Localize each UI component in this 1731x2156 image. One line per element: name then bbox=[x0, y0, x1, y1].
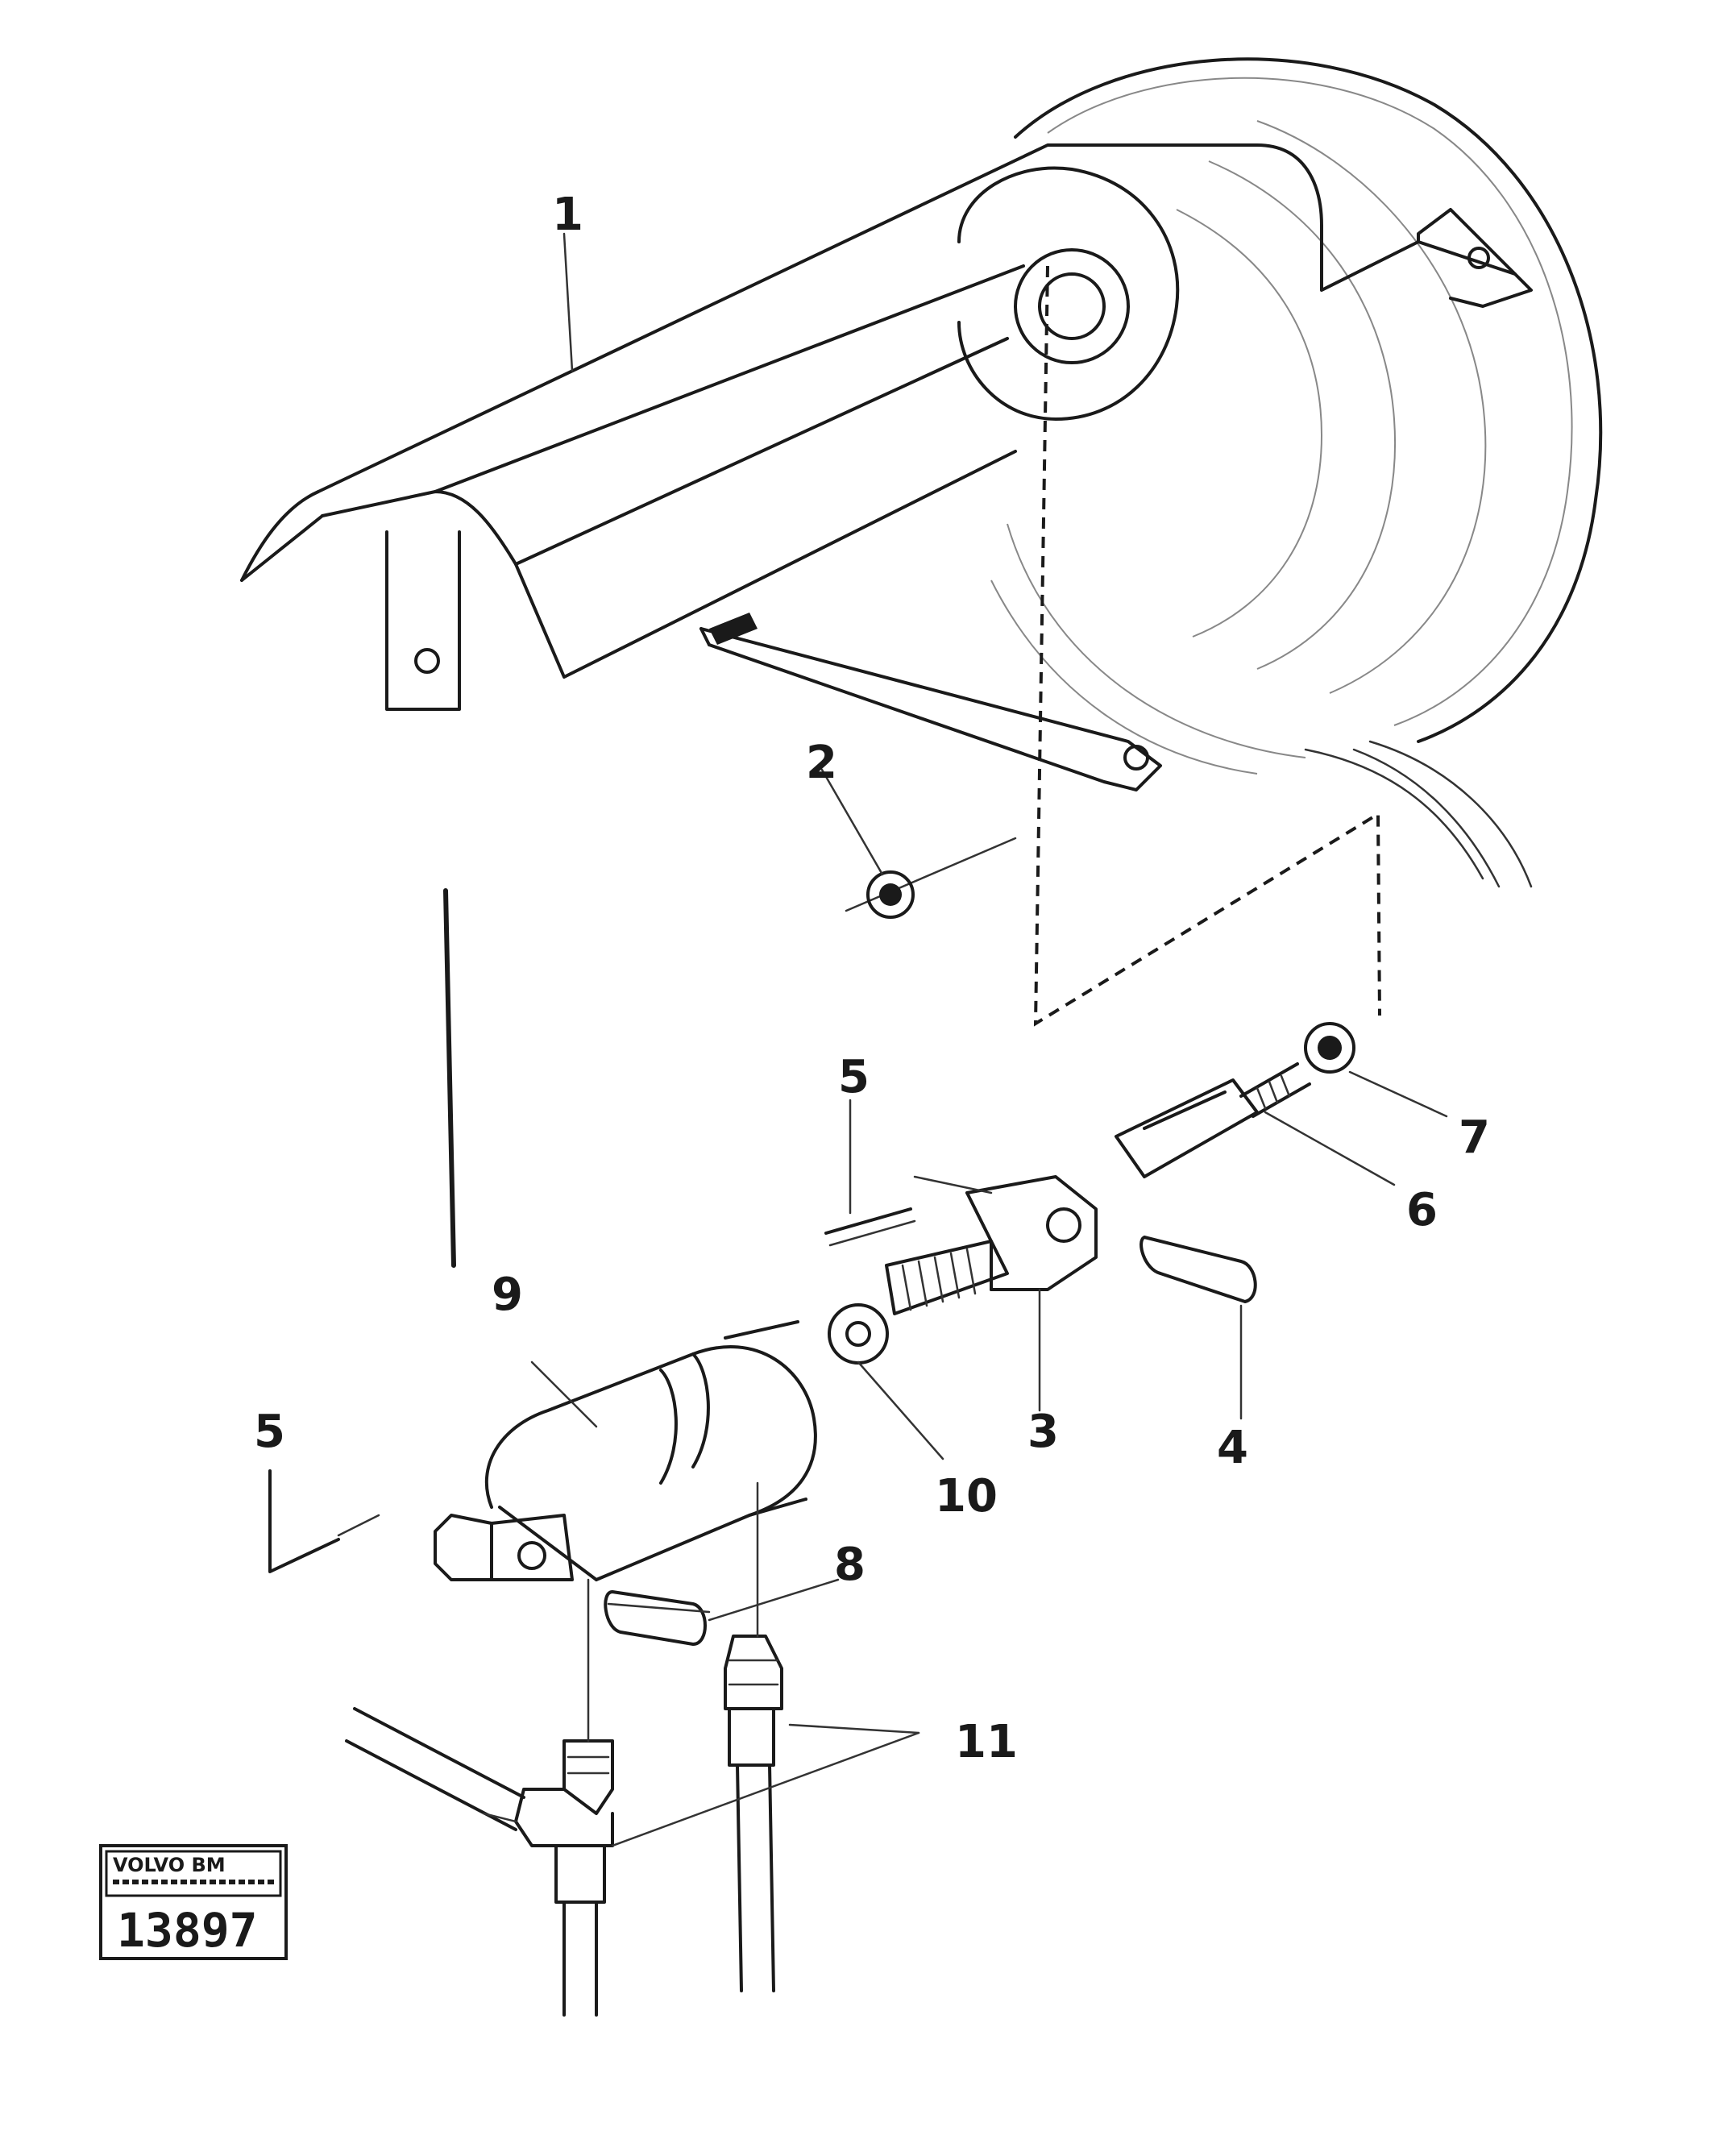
assembly-dash-lines bbox=[1033, 265, 1381, 1027]
callout-8: 8 bbox=[834, 1539, 866, 1591]
vertical-rod bbox=[443, 888, 456, 1268]
callout-4: 4 bbox=[1217, 1422, 1248, 1474]
leader-lines bbox=[530, 232, 1448, 1847]
clevis-part-3 bbox=[885, 1175, 1098, 1315]
callout-5-lower: 5 bbox=[254, 1406, 285, 1458]
eye-bolt-part-6 bbox=[1115, 1062, 1311, 1178]
volvo-bm-stamp: VOLVO BM 13897 bbox=[99, 1844, 288, 1960]
cylinder-part-9 bbox=[434, 1320, 817, 1646]
stamp-brand: VOLVO BM bbox=[113, 1854, 226, 1876]
callout-7: 7 bbox=[1459, 1111, 1490, 1164]
nut-part-7 bbox=[1304, 1022, 1355, 1074]
hydraulic-fittings bbox=[345, 1481, 783, 2017]
callout-1: 1 bbox=[552, 189, 583, 241]
callout-3: 3 bbox=[1027, 1406, 1059, 1458]
guard-cover bbox=[240, 143, 1533, 791]
callout-11: 11 bbox=[955, 1716, 1018, 1768]
nut-part-10 bbox=[828, 1303, 889, 1365]
wheel-drum bbox=[957, 57, 1603, 888]
callout-5-upper: 5 bbox=[838, 1051, 870, 1103]
cotter-pin-upper bbox=[824, 1207, 916, 1247]
nut-part-2 bbox=[845, 837, 1017, 919]
callout-10: 10 bbox=[935, 1470, 998, 1522]
callout-6: 6 bbox=[1406, 1184, 1438, 1236]
callout-labels: 1 2 5 7 6 9 3 4 10 5 8 11 bbox=[254, 189, 1490, 1768]
callout-2: 2 bbox=[806, 737, 837, 789]
pin-part-4 bbox=[1139, 1236, 1257, 1303]
stamp-number: 13897 bbox=[117, 1903, 258, 1958]
callout-9: 9 bbox=[492, 1269, 523, 1321]
cotter-pin-lower bbox=[268, 1469, 380, 1573]
